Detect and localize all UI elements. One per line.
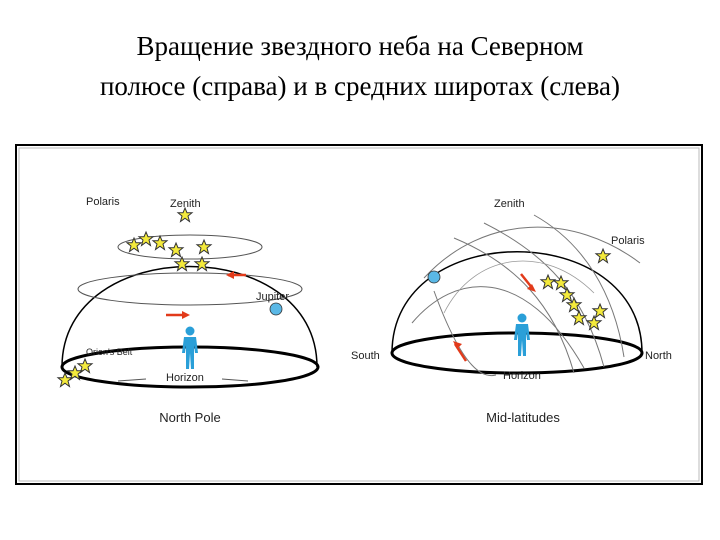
- star-icon: [196, 239, 212, 254]
- mid-latitudes-panel: Zenith Polaris South North Horizon Mid-l…: [351, 198, 672, 425]
- label-horizon: Horizon: [166, 372, 204, 384]
- caption-mid-latitudes: Mid-latitudes: [486, 410, 560, 425]
- slide-title-line-2: полюсе (справа) и в средних широтах (сле…: [99, 71, 621, 101]
- star-icon: [559, 287, 575, 302]
- label-orions-belt: Orion's Belt: [86, 347, 133, 357]
- arrow-icon: [527, 284, 536, 292]
- diurnal-circle: [533, 214, 625, 358]
- person-icon: [514, 313, 530, 356]
- star-icon: [595, 248, 611, 263]
- arrow-icon: [182, 311, 190, 319]
- star-icon: [592, 303, 608, 318]
- north-pole-dome: [61, 265, 318, 368]
- north-pole-panel: Polaris Zenith Jupiter Orion's Belt Hori…: [57, 196, 320, 425]
- horizon-double-arrow: [221, 378, 249, 382]
- label-polaris: Polaris: [86, 196, 120, 208]
- diurnal-circle: [443, 260, 595, 314]
- label-zenith: Zenith: [170, 198, 201, 210]
- star-icon: [168, 242, 184, 257]
- jupiter-planet: [269, 302, 283, 316]
- star-circle-top: [117, 234, 263, 260]
- diurnal-circle: [483, 222, 605, 368]
- person-icon: [182, 326, 198, 369]
- figure-frame-inner: [18, 147, 700, 482]
- label-horizon: Horizon: [503, 370, 541, 382]
- star-icon: [540, 274, 556, 289]
- star-icon: [138, 231, 154, 246]
- star-icon: [152, 235, 168, 250]
- horizon-double-arrow: [117, 378, 147, 382]
- star-circle-middle: [77, 272, 303, 306]
- jupiter-planet: [427, 270, 441, 284]
- label-north: North: [645, 350, 672, 362]
- figure-frame: [15, 144, 703, 485]
- label-jupiter: Jupiter: [256, 291, 289, 303]
- star-icon: [177, 207, 193, 222]
- label-polaris: Polaris: [611, 235, 645, 247]
- caption-north-pole: North Pole: [159, 410, 220, 425]
- mid-latitudes-dome: [391, 251, 643, 354]
- label-zenith: Zenith: [494, 198, 525, 210]
- arrow-icon: [226, 271, 234, 279]
- celestial-rotation-figure: Polaris Zenith Jupiter Orion's Belt Hori…: [14, 143, 704, 486]
- diurnal-circle: [423, 226, 641, 279]
- slide-title: Вращение звездного неба на Северном полю…: [0, 26, 720, 106]
- slide-title-line-1: Вращение звездного неба на Северном: [136, 31, 584, 61]
- diurnal-circle: [411, 286, 585, 369]
- label-south: South: [351, 350, 380, 362]
- diurnal-circle: [433, 290, 497, 377]
- star-icon: [571, 310, 587, 325]
- arrow-icon: [453, 341, 462, 349]
- star-icon: [586, 315, 602, 330]
- star-icon: [126, 237, 142, 252]
